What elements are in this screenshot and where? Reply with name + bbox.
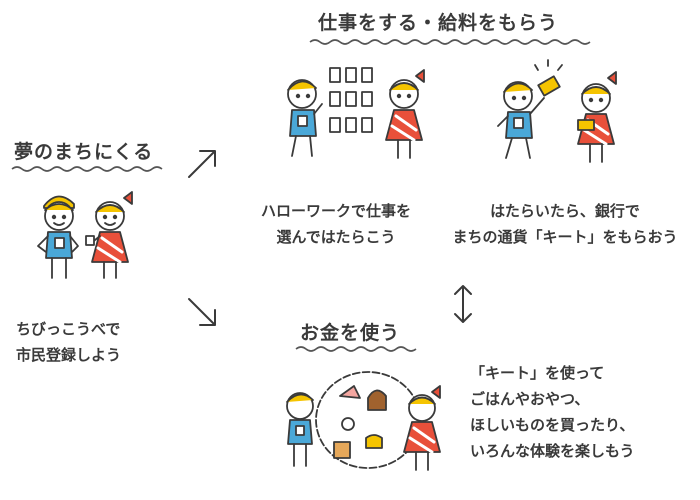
- heading-town-underline: [11, 166, 163, 172]
- illustration-bank: [497, 59, 617, 163]
- heading-spend: お金を使う: [300, 322, 401, 344]
- caption-spend-line-1: 「キート」を使って: [470, 364, 605, 382]
- heading-town: 夢のまちにくる: [14, 141, 154, 163]
- caption-spend-line-4: いろんな体験を楽しもう: [470, 442, 635, 460]
- caption-spend-line-3: ほしいものを買ったり、: [470, 416, 635, 434]
- caption-register-line-2: 市民登録しよう: [16, 346, 122, 364]
- caption-spend: 「キート」を使って ごはんやおやつ、 ほしいものを買ったり、 いろんな体験を楽し…: [470, 360, 635, 464]
- heading-work: 仕事をする・給料をもらう: [318, 12, 559, 34]
- caption-spend-line-2: ごはんやおやつ、: [470, 390, 590, 408]
- caption-hellowork-line-1: ハローワークで仕事を: [260, 202, 411, 220]
- arrow-up-right-icon: [188, 150, 216, 178]
- illustration-spend: [286, 371, 441, 471]
- caption-register-line-1: ちびっこうべで: [16, 320, 121, 338]
- caption-hellowork-line-2: 選んではたらこう: [276, 228, 396, 246]
- illustration-hellowork: [287, 67, 425, 159]
- caption-hellowork: ハローワークで仕事を 選んではたらこう: [246, 198, 426, 250]
- caption-bank-line-2: まちの通貨「キート」をもらおう: [452, 228, 678, 246]
- caption-bank: はたらいたら、銀行で まちの通貨「キート」をもらおう: [440, 198, 690, 250]
- heading-work-underline: [309, 39, 591, 45]
- arrow-updown-icon: [454, 285, 472, 323]
- caption-register: ちびっこうべで 市民登録しよう: [16, 316, 121, 368]
- heading-spend-underline: [295, 346, 417, 352]
- illustration-register: [37, 191, 133, 279]
- caption-bank-line-1: はたらいたら、銀行で: [490, 202, 640, 220]
- arrow-down-right-icon: [188, 298, 216, 326]
